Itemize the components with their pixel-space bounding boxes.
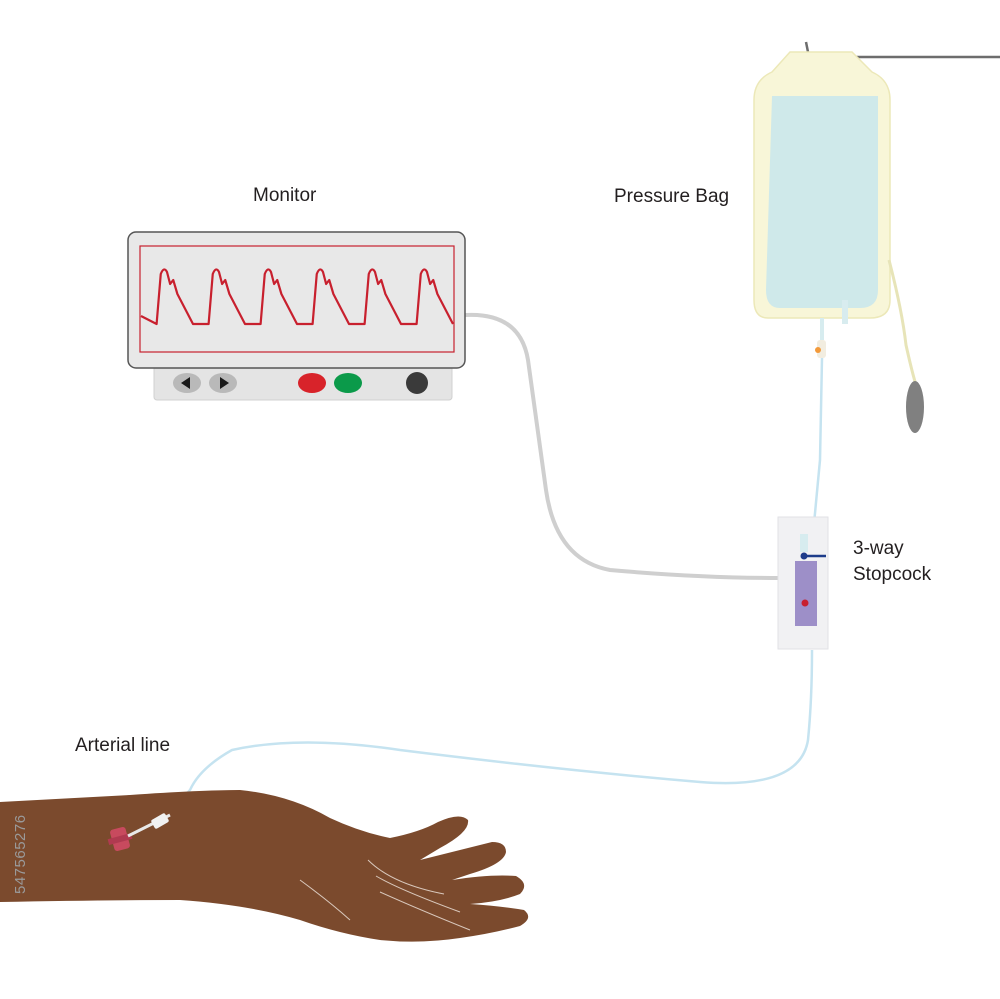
- pressure-bag-label: Pressure Bag: [614, 186, 730, 207]
- monitor-label: Monitor: [253, 185, 317, 206]
- green-button[interactable]: [334, 373, 362, 393]
- forearm-hand: [0, 790, 529, 942]
- monitor-waveform: [140, 268, 454, 326]
- pressure-bag: [753, 51, 891, 324]
- right-arrow-icon: [220, 377, 229, 389]
- stopcock-label-line2: Stopcock: [853, 564, 932, 585]
- arterial-tubing: [169, 649, 814, 814]
- flush-line: [810, 318, 826, 546]
- red-button[interactable]: [298, 373, 326, 393]
- arterial-catheter: [107, 813, 171, 852]
- left-arrow-icon: [181, 377, 190, 389]
- stopcock: [777, 516, 829, 650]
- arterial-line-label: Arterial line: [75, 735, 171, 756]
- power-button[interactable]: [406, 372, 428, 394]
- pressure-bulb: [887, 259, 924, 433]
- stock-id-watermark: 547565276: [12, 814, 29, 894]
- stopcock-label-line1: 3-way: [853, 538, 904, 559]
- stopcock-label: 3-way Stopcock: [853, 536, 931, 588]
- monitor: [127, 231, 466, 401]
- monitor-cable: [464, 312, 781, 580]
